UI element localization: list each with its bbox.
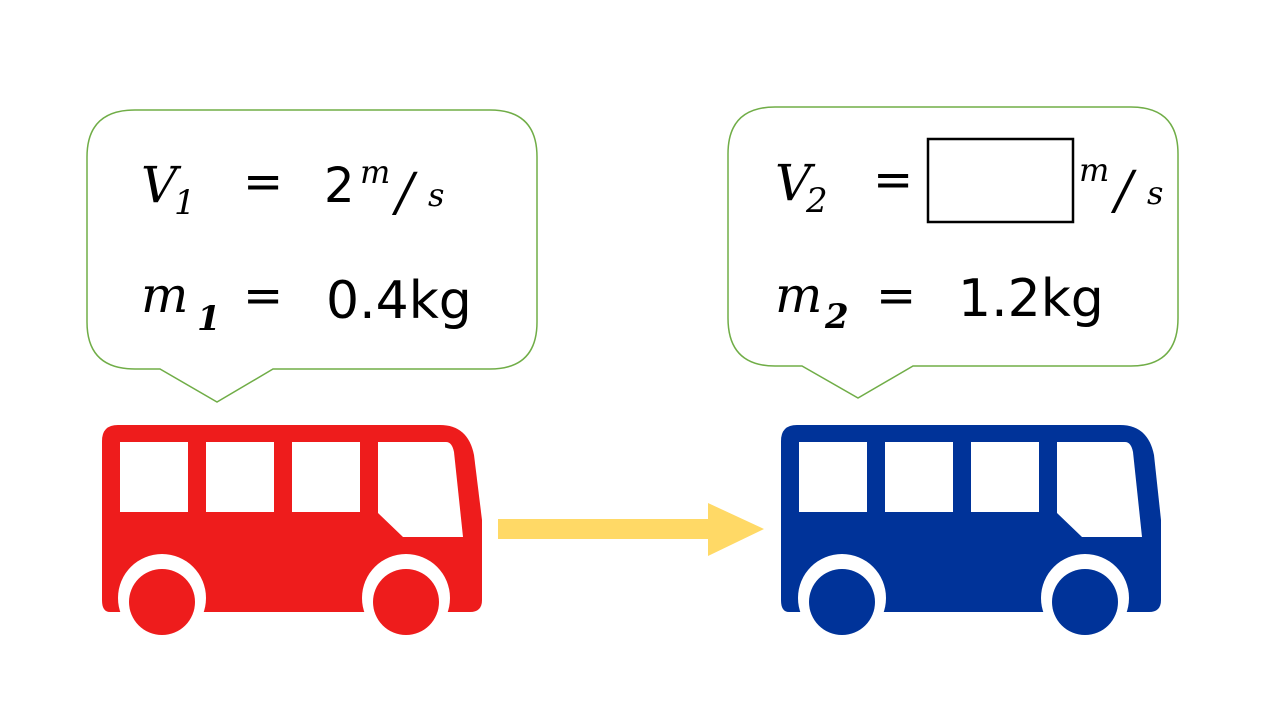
- svg-text:=: =: [243, 154, 283, 210]
- svg-text:=: =: [873, 152, 913, 208]
- velocity-subscript: 2: [805, 181, 828, 221]
- bus-icon: [102, 425, 482, 642]
- bus-window: [971, 442, 1039, 512]
- bus-icon: [781, 425, 1161, 642]
- svg-text:/: /: [391, 163, 418, 223]
- svg-text:/: /: [1110, 161, 1137, 221]
- svg-text:m: m: [775, 266, 822, 324]
- svg-text:V: V: [141, 156, 182, 214]
- unit-numerator: m: [360, 153, 390, 191]
- bus-window: [292, 442, 360, 512]
- svg-text:1: 1: [197, 299, 221, 339]
- bus-windshield: [1057, 442, 1142, 537]
- bus-window: [799, 442, 867, 512]
- left-velocity-formula: V 1 = 2 m / s: [141, 153, 444, 223]
- left-mass-formula: m 1 = 0.4kg: [141, 266, 472, 339]
- svg-text:2: 2: [805, 181, 828, 221]
- svg-text:m: m: [1079, 151, 1109, 189]
- unit-slash: /: [1110, 161, 1137, 221]
- bus-window: [206, 442, 274, 512]
- svg-text:=: =: [243, 268, 283, 324]
- bus-wheel: [129, 569, 195, 635]
- unit-numerator: m: [1079, 151, 1109, 189]
- velocity-symbol: V: [775, 154, 816, 212]
- svg-text:2: 2: [324, 158, 355, 214]
- svg-text:0.4kg: 0.4kg: [326, 271, 472, 331]
- svg-text:s: s: [428, 176, 444, 214]
- svg-text:m: m: [360, 153, 390, 191]
- mass-symbol: m: [775, 266, 822, 324]
- svg-text:=: =: [876, 268, 916, 324]
- unit-slash: /: [391, 163, 418, 223]
- mass-symbol: m: [141, 266, 188, 324]
- mass-subscript: 1: [197, 299, 221, 339]
- bus-wheel: [373, 569, 439, 635]
- right-info-bubble: V 2 = m / s: [0, 0, 1179, 399]
- mass-value: 1.2kg: [958, 269, 1104, 329]
- unit-denominator: s: [1147, 174, 1163, 212]
- equals-sign: =: [243, 154, 283, 210]
- bus-window: [120, 442, 188, 512]
- bus-wheel: [809, 569, 875, 635]
- svg-text:V: V: [775, 154, 816, 212]
- right-velocity-formula: V 2 = m / s: [0, 0, 1163, 224]
- left-bubble-outline: [86, 109, 538, 403]
- velocity-value: 2: [324, 158, 355, 214]
- unit-denominator: s: [428, 176, 444, 214]
- velocity-subscript: 1: [174, 183, 196, 223]
- velocity-symbol: V: [141, 156, 182, 214]
- svg-text:s: s: [1147, 174, 1163, 212]
- svg-text:1.2kg: 1.2kg: [958, 269, 1104, 329]
- right-arrow-icon: [498, 503, 764, 556]
- svg-text:1: 1: [174, 183, 196, 223]
- equals-sign: =: [876, 268, 916, 324]
- svg-text:2: 2: [824, 297, 849, 337]
- bus-wheel: [1052, 569, 1118, 635]
- equals-sign: =: [243, 268, 283, 324]
- svg-text:m: m: [141, 266, 188, 324]
- left-info-bubble: V 1 = 2 m / s m: [86, 109, 538, 403]
- equals-sign: =: [873, 152, 913, 208]
- bus-window: [885, 442, 953, 512]
- mass-subscript: 2: [824, 297, 849, 337]
- mass-value: 0.4kg: [326, 271, 472, 331]
- right-mass-formula: m 2 = 1.2kg: [775, 266, 1104, 337]
- bus-windshield: [378, 442, 463, 537]
- answer-input-box[interactable]: [0, 0, 1075, 224]
